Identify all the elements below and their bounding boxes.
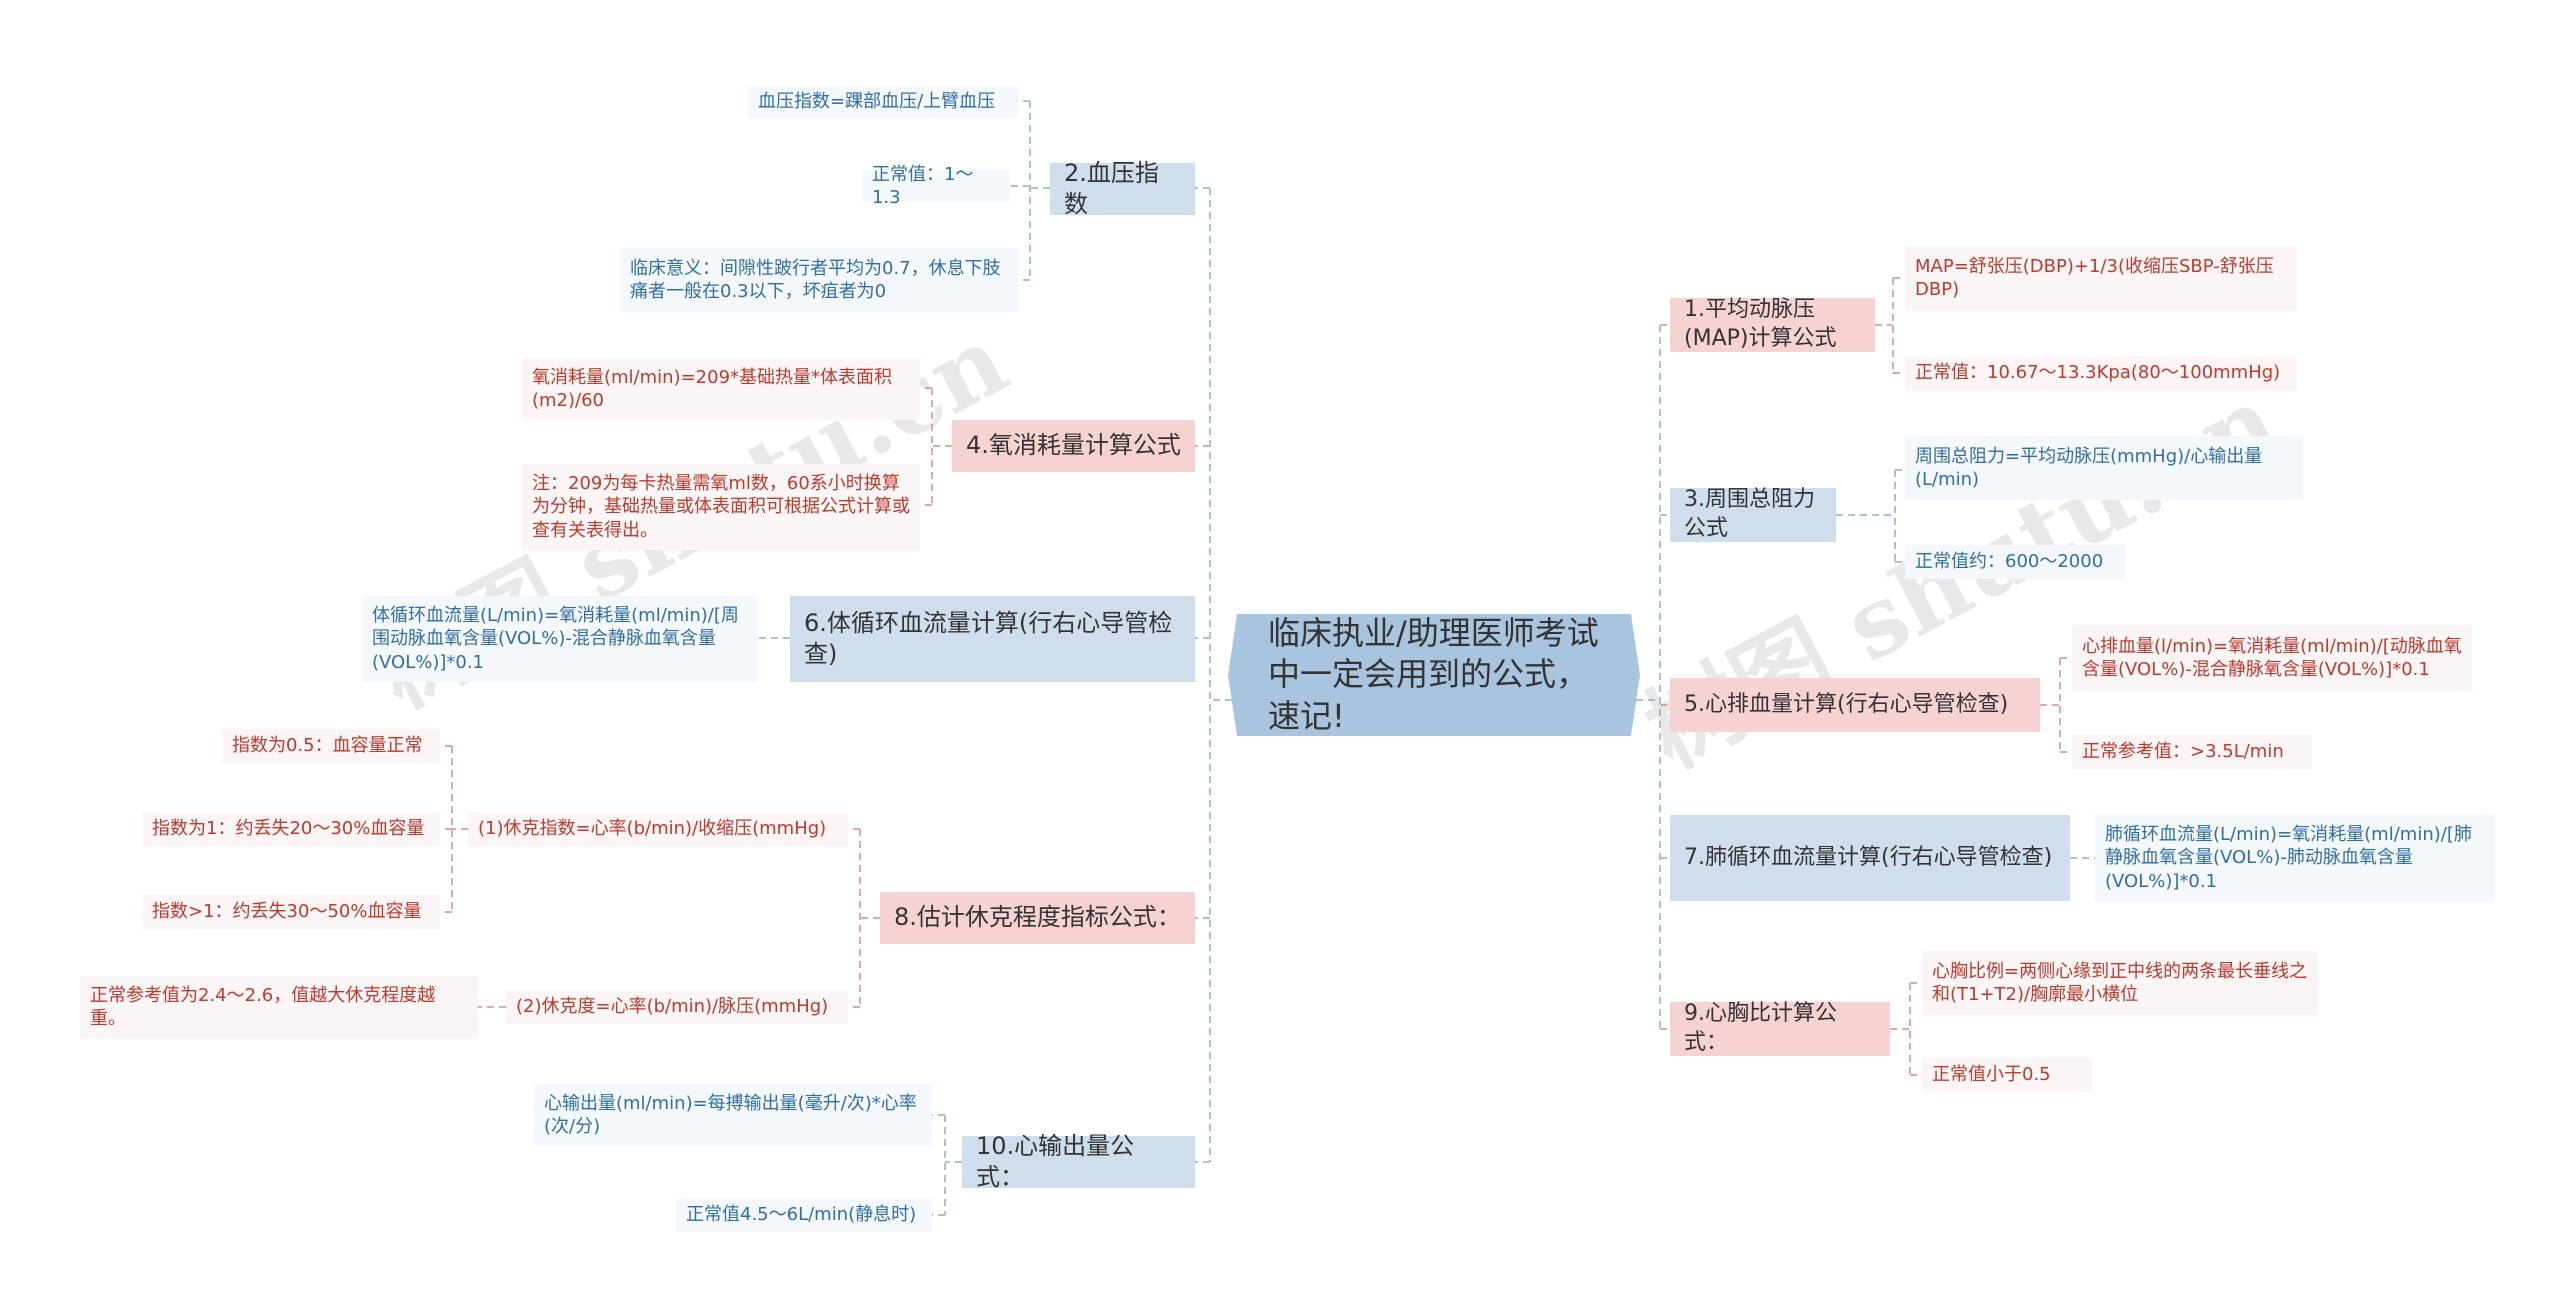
branch-label: 5.心排血量计算(行右心导管检查)	[1684, 691, 2009, 717]
leaf-cardiac-output-normal[interactable]: 正常值4.5～6L/min(静息时)	[676, 1198, 932, 1232]
branch-2-blood-pressure-index[interactable]: 2.血压指数	[1050, 159, 1195, 218]
leaf-shock-index-0-5[interactable]: 指数为0.5：血容量正常	[222, 729, 440, 763]
branch-label: 8.估计休克程度指标公式：	[894, 903, 1181, 932]
leaf-systemic-flow-formula[interactable]: 体循环血流量(L/min)=氧消耗量(ml/min)/[周围动脉血氧含量(VOL…	[362, 596, 758, 682]
branch-5-cardiac-output-calc[interactable]: 5.心排血量计算(行右心导管检查)	[1670, 678, 2040, 732]
leaf-bp-index-clinical[interactable]: 临床意义：间隙性跛行者平均为0.7，休息下肢痛者一般在0.3以下，坏疽者为0	[620, 248, 1018, 312]
sub-shock-degree[interactable]: (2)休克度=心率(b/min)/脉压(mmHg)	[506, 990, 848, 1024]
root-topic-text: 临床执业/助理医师考试中一定会用到的公式，速记!	[1268, 613, 1599, 735]
leaf-ctr-normal[interactable]: 正常值小于0.5	[1922, 1058, 2092, 1092]
leaf-cardiac-output-calc-normal[interactable]: 正常参考值：>3.5L/min	[2072, 735, 2312, 769]
branch-label: 1.平均动脉压(MAP)计算公式	[1684, 297, 1837, 351]
branch-label: 7.肺循环血流量计算(行右心导管检查)	[1684, 844, 2053, 870]
leaf-shock-degree-normal[interactable]: 正常参考值为2.4～2.6，值越大休克程度越重。	[80, 976, 478, 1038]
branch-6-systemic-blood-flow[interactable]: 6.体循环血流量计算(行右心导管检查)	[790, 596, 1195, 682]
leaf-pulmonary-flow-formula[interactable]: 肺循环血流量(L/min)=氧消耗量(ml/min)/[肺静脉血氧含量(VOL%…	[2095, 814, 2495, 902]
leaf-ctr-formula[interactable]: 心胸比例=两侧心缘到正中线的两条最长垂线之和(T1+T2)/胸廓最小横位	[1922, 951, 2318, 1015]
leaf-shock-index-gt1[interactable]: 指数>1：约丢失30～50%血容量	[142, 895, 440, 929]
leaf-cardiac-output-formula[interactable]: 心输出量(ml/min)=每搏输出量(毫升/次)*心率(次/分)	[534, 1084, 932, 1146]
leaf-bp-index-formula[interactable]: 血压指数=踝部血压/上臂血压	[748, 86, 1018, 118]
branch-label: 9.心胸比计算公式：	[1684, 1001, 1837, 1055]
leaf-resistance-formula[interactable]: 周围总阻力=平均动脉压(mmHg)/心输出量(L/min)	[1905, 436, 2303, 500]
branch-label: 10.心输出量公式：	[976, 1131, 1135, 1191]
branch-label: 6.体循环血流量计算(行右心导管检查)	[804, 608, 1173, 668]
leaf-map-formula[interactable]: MAP=舒张压(DBP)+1/3(收缩压SBP-舒张压DBP)	[1905, 246, 2297, 310]
root-topic[interactable]: 临床执业/助理医师考试中一定会用到的公式，速记!	[1228, 614, 1640, 736]
branch-7-pulmonary-blood-flow[interactable]: 7.肺循环血流量计算(行右心导管检查)	[1670, 815, 2070, 901]
branch-3-peripheral-resistance[interactable]: 3.周围总阻力公式	[1670, 487, 1836, 542]
branch-4-oxygen-consumption[interactable]: 4.氧消耗量计算公式	[952, 420, 1195, 472]
branch-8-shock-index[interactable]: 8.估计休克程度指标公式：	[880, 892, 1195, 944]
leaf-oxygen-note[interactable]: 注：209为每卡热量需氧ml数，60系小时换算为分钟，基础热量或体表面积可根据公…	[522, 464, 920, 550]
leaf-shock-index-1[interactable]: 指数为1：约丢失20～30%血容量	[142, 812, 440, 846]
leaf-cardiac-output-calc-formula[interactable]: 心排血量(l/min)=氧消耗量(ml/min)/[动脉血氧含量(VOL%)-混…	[2072, 625, 2472, 691]
leaf-resistance-normal[interactable]: 正常值约：600～2000	[1905, 545, 2125, 579]
branch-label: 4.氧消耗量计算公式	[966, 431, 1181, 460]
sub-shock-index[interactable]: (1)休克指数=心率(b/min)/收缩压(mmHg)	[468, 812, 848, 846]
leaf-oxygen-formula[interactable]: 氧消耗量(ml/min)=209*基础热量*体表面积(m2)/60	[522, 358, 920, 420]
branch-10-cardiac-output[interactable]: 10.心输出量公式：	[962, 1132, 1195, 1191]
branch-label: 3.周围总阻力公式	[1684, 487, 1815, 541]
leaf-bp-index-normal[interactable]: 正常值：1～1.3	[862, 164, 1010, 208]
branch-label: 2.血压指数	[1064, 158, 1159, 218]
branch-1-mean-arterial-pressure[interactable]: 1.平均动脉压(MAP)计算公式	[1670, 297, 1875, 352]
leaf-map-normal[interactable]: 正常值：10.67～13.3Kpa(80～100mmHg)	[1905, 356, 2297, 390]
branch-9-cardiothoracic-ratio[interactable]: 9.心胸比计算公式：	[1670, 1001, 1890, 1056]
